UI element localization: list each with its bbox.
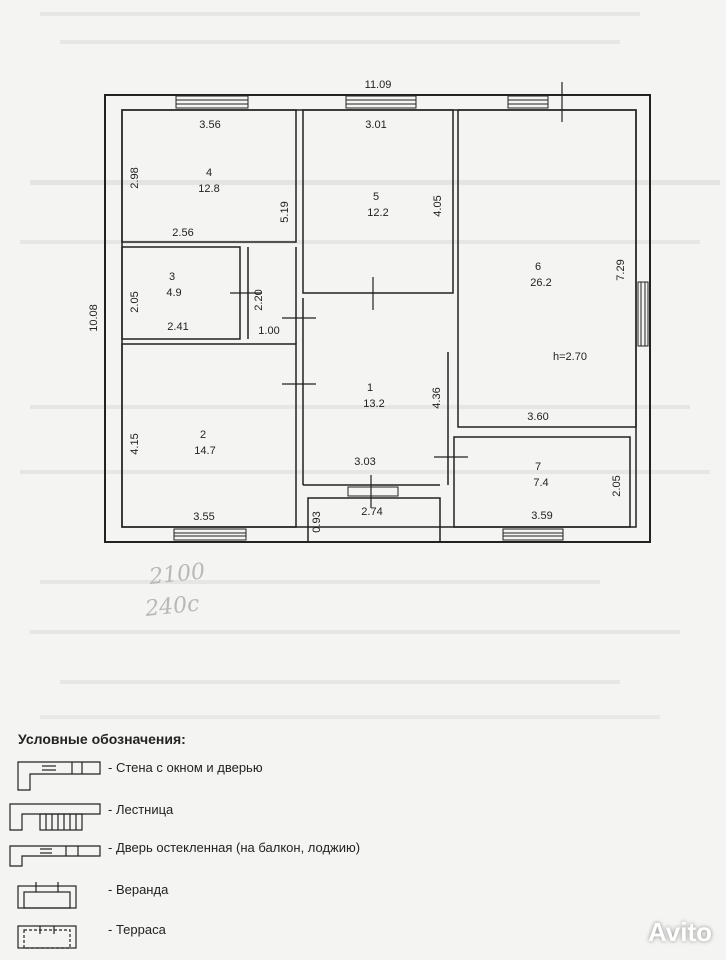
room-labels: 4 12.8 5 12.2 6 26.2 h=2.70 3 4.9 1 13.2… (166, 167, 587, 489)
window-top-room5 (345, 95, 417, 109)
interior-walls (121, 109, 637, 543)
legend-item-glazed-door: - Дверь остекленная (на балкон, лоджию) (108, 840, 361, 855)
windows (173, 95, 649, 541)
dim-room2-bottom: 3.55 (193, 511, 214, 523)
room-1-number: 1 (367, 382, 373, 394)
room-7-area: 7.4 (533, 477, 548, 489)
faded-background-text (20, 12, 720, 719)
room-5-area: 12.2 (367, 207, 388, 219)
dim-room4-top: 3.56 (199, 119, 220, 131)
dim-room6-bottom: 3.60 (527, 411, 548, 423)
dim-room7-bottom: 3.59 (531, 510, 552, 522)
doors (230, 82, 563, 508)
dim-room4-left: 2.98 (129, 167, 141, 188)
legend-item-veranda: - Веранда (108, 882, 169, 897)
legend-item-stairs: - Лестница (108, 802, 174, 817)
dim-room5-right: 4.05 (432, 195, 444, 216)
dim-room3-left: 2.05 (129, 291, 141, 312)
dim-room3-right: 2.20 (253, 289, 265, 310)
room-6-outline (457, 109, 637, 428)
dim-porch-bottom: 2.74 (361, 506, 382, 518)
room-4-area: 12.8 (198, 183, 219, 195)
room-4-number: 4 (206, 167, 212, 179)
room-7-number: 7 (535, 461, 541, 473)
dim-corridor: 1.00 (258, 325, 279, 337)
porch-outline (307, 497, 441, 543)
room-3-number: 3 (169, 271, 175, 283)
avito-watermark: Avito (647, 917, 712, 947)
dim-room4-bottom: 2.56 (172, 227, 193, 239)
dim-room7-right: 2.05 (611, 475, 623, 496)
outer-wall (104, 94, 651, 543)
legend-title: Условные обозначения: (18, 731, 186, 747)
room-2-area: 14.7 (194, 445, 215, 457)
window-bottom-room7 (502, 528, 564, 541)
room-5-outline (302, 109, 454, 294)
window-right-room6 (637, 281, 649, 347)
handwritten-note-1: 2100 (147, 559, 206, 590)
legend-glazed-door-icon (9, 845, 101, 867)
room-6-area: 26.2 (530, 277, 551, 289)
legend-item-terrace: - Терраса (108, 922, 166, 937)
window-bottom-room2 (173, 528, 247, 541)
dim-room1-right: 4.36 (431, 387, 443, 408)
dim-room3-bottom: 2.41 (167, 321, 188, 333)
room-3-area: 4.9 (166, 287, 181, 299)
legend-item-wall: - Стена с окном и дверью (108, 760, 263, 775)
dim-room6-right: 7.29 (615, 259, 627, 280)
dim-room2-left: 4.15 (129, 433, 141, 454)
legend-stairs-icon (9, 803, 101, 831)
room-4-outline (121, 109, 297, 243)
room-7-outline (453, 436, 631, 528)
room-1-area: 13.2 (363, 398, 384, 410)
ceiling-height: h=2.70 (553, 351, 587, 363)
legend-veranda-icon (17, 882, 77, 909)
dim-room4-right: 5.19 (279, 201, 291, 222)
legend-terrace-icon (17, 925, 77, 949)
dim-room5-top: 3.01 (365, 119, 386, 131)
window-top-room4 (175, 95, 249, 109)
dim-porch-left: 0.93 (311, 511, 323, 532)
room-6-number: 6 (535, 261, 541, 273)
legend-wall-window-door-icon (17, 761, 101, 791)
window-top-room6 (507, 95, 549, 109)
dim-overall-width: 11.09 (365, 79, 392, 91)
dim-room1-bottom: 3.03 (354, 456, 375, 468)
room-2-number: 2 (200, 429, 206, 441)
room-5-number: 5 (373, 191, 379, 203)
handwritten-note-2: 240с (143, 591, 201, 622)
legend-symbols (9, 761, 101, 949)
window-porch (347, 486, 399, 497)
dim-overall-height: 10.08 (88, 304, 100, 332)
room-2-outline (121, 343, 297, 528)
